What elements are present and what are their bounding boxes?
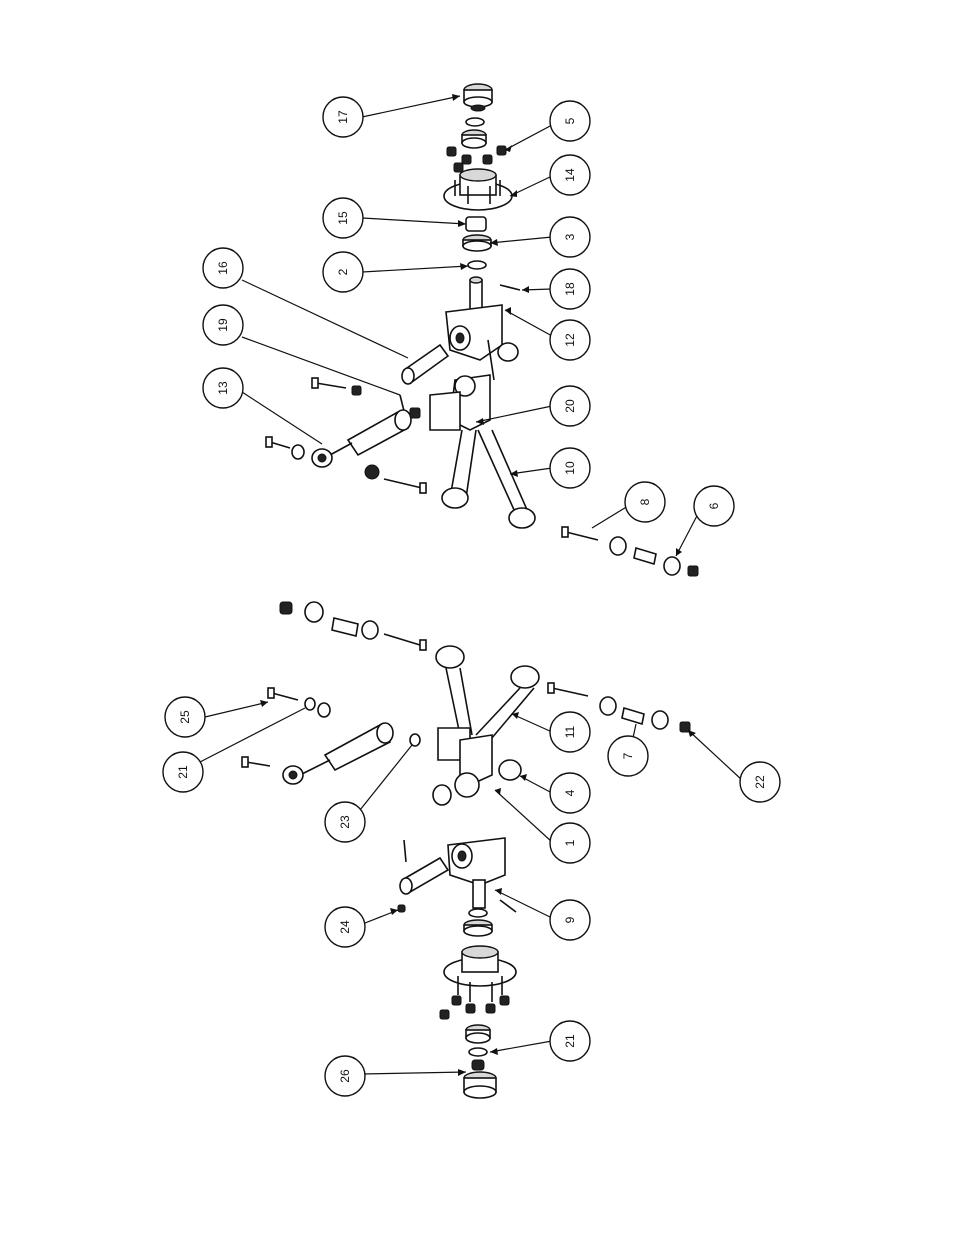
bolts-upper-left-2: [265, 436, 427, 494]
svg-text:11: 11: [563, 725, 577, 738]
bolts-lower-left: [267, 687, 331, 718]
callout-11: 11: [549, 711, 591, 753]
svg-text:3: 3: [563, 233, 577, 240]
lug-nuts-upper: [446, 145, 507, 173]
callout-8: 8: [624, 481, 666, 523]
svg-text:22: 22: [753, 775, 767, 789]
svg-text:16: 16: [216, 261, 230, 275]
upper-assembly: [265, 83, 699, 577]
part-dust-cap-upper: [463, 83, 493, 112]
washer-upper: [465, 117, 485, 127]
svg-text:17: 17: [336, 110, 350, 124]
svg-text:18: 18: [563, 282, 577, 296]
svg-text:23: 23: [338, 815, 352, 829]
callout-1: 1: [549, 822, 591, 864]
svg-text:2: 2: [336, 268, 350, 275]
part-long-tube-upper: [401, 343, 450, 385]
svg-text:9: 9: [563, 916, 577, 923]
part-nut-lower: [471, 1059, 485, 1071]
part-cotter-pin: [499, 284, 521, 291]
bearing-outer-upper: [461, 129, 487, 149]
callout-19: 19: [202, 304, 244, 346]
svg-text:21: 21: [563, 1034, 577, 1048]
part-shock-upper: [311, 407, 421, 468]
part-knuckle-upper: [445, 276, 503, 381]
callout-13: 13: [202, 367, 244, 409]
part-a-arm-upper: [429, 374, 536, 529]
part-knuckle-lower: [399, 837, 517, 913]
part-shock-lower: [241, 722, 421, 785]
svg-text:1: 1: [563, 839, 577, 846]
callout-15: 15: [322, 197, 364, 239]
callout-6: 6: [693, 485, 735, 527]
svg-text:4: 4: [563, 789, 577, 796]
part-bearing-lower: [463, 919, 493, 937]
callout-25: 25: [164, 696, 206, 738]
callout-17: 17: [322, 96, 364, 138]
bolts-upper-left: [311, 377, 362, 396]
part-hub-upper: [443, 168, 513, 211]
part-hub-lower: [443, 945, 517, 1002]
svg-text:19: 19: [216, 318, 230, 332]
bolts-upper-right: [561, 526, 699, 577]
svg-text:6: 6: [707, 502, 721, 509]
part-nut-24: [397, 904, 406, 913]
callout-10: 10: [549, 447, 591, 489]
callout-26: 26: [324, 1055, 366, 1097]
svg-text:15: 15: [336, 211, 350, 225]
callout-23: 23: [324, 801, 366, 843]
part-spacer: [465, 216, 487, 232]
callout-21-lower: 21: [549, 1020, 591, 1062]
bolts-lower-right: [547, 682, 691, 733]
callout-20: 20: [549, 385, 591, 427]
callout-18: 18: [549, 268, 591, 310]
svg-text:12: 12: [563, 333, 577, 347]
svg-text:26: 26: [338, 1069, 352, 1083]
callout-balloons: 17 5 14 15 3 2 18 16: [162, 96, 781, 1097]
svg-text:8: 8: [638, 498, 652, 505]
callout-2: 2: [322, 251, 364, 293]
callout-3: 3: [549, 216, 591, 258]
part-bearing-inner-upper: [462, 234, 492, 252]
svg-text:7: 7: [621, 752, 635, 759]
bolts-lower-top: [279, 601, 427, 651]
lower-assembly: [241, 601, 691, 1099]
part-seal-lower: [468, 908, 488, 918]
svg-text:20: 20: [563, 399, 577, 413]
part-bearing-outer-lower: [465, 1024, 491, 1044]
lug-nuts-lower: [439, 995, 510, 1020]
callout-5: 5: [549, 100, 591, 142]
callout-12: 12: [549, 319, 591, 361]
part-washer-lower: [468, 1047, 488, 1057]
callout-14: 14: [549, 154, 591, 196]
callout-24: 24: [324, 906, 366, 948]
callout-9: 9: [549, 899, 591, 941]
callout-4: 4: [549, 772, 591, 814]
svg-text:21: 21: [176, 765, 190, 779]
part-a-arm-lower: [432, 645, 540, 806]
callout-22: 22: [739, 761, 781, 803]
leader-arrowheads: [260, 94, 696, 1076]
svg-text:24: 24: [338, 920, 352, 934]
svg-text:13: 13: [216, 381, 230, 395]
leader-lines: [199, 95, 743, 1075]
callout-21-upper: 21: [162, 751, 204, 793]
part-bushing-lower: [498, 759, 522, 781]
svg-text:5: 5: [563, 117, 577, 124]
callout-16: 16: [202, 247, 244, 289]
part-dust-cap-lower: [463, 1071, 497, 1099]
part-bushing-upper: [497, 342, 519, 362]
svg-text:14: 14: [563, 168, 577, 182]
callout-7: 7: [607, 735, 649, 777]
svg-text:10: 10: [563, 461, 577, 475]
svg-text:25: 25: [178, 710, 192, 724]
part-seal-upper: [467, 260, 487, 270]
